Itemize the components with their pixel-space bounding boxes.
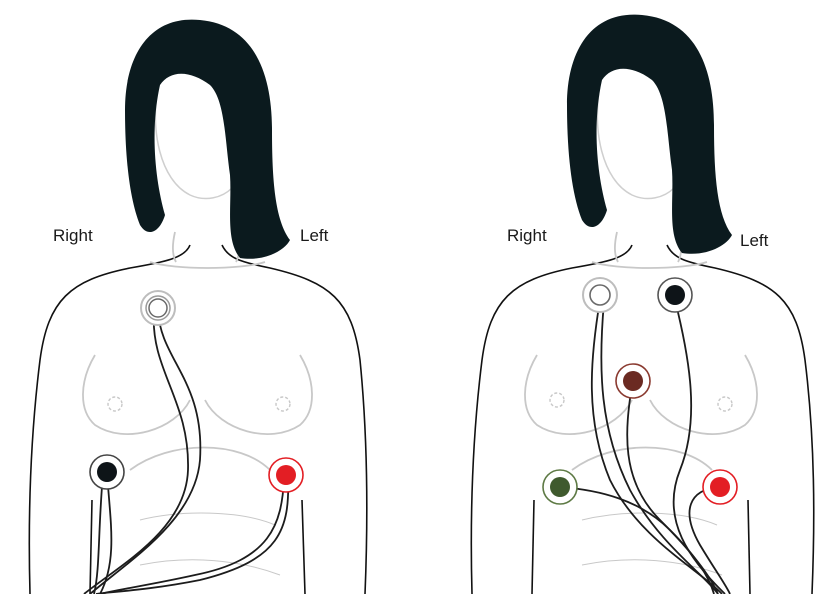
electrode-black [90,455,124,489]
electrode-white [583,278,617,312]
face-outline [597,85,674,199]
electrode-black [658,278,692,312]
electrode-red [703,470,737,504]
nipple-marker-right [550,393,564,407]
label-right: Right [53,226,93,246]
label-left: Left [300,226,328,246]
figure-three-lead [29,20,367,594]
nipple-marker-left [276,397,290,411]
torso-outline [471,245,813,594]
electrode-green [543,470,577,504]
label-left: Left [740,231,768,251]
hair [125,20,290,259]
label-right: Right [507,226,547,246]
nipple-marker-left [718,397,732,411]
figure-five-lead [471,15,813,594]
hair [567,15,732,254]
electrode-red [269,458,303,492]
anatomy-guides [83,232,312,575]
electrode-white [141,291,175,325]
electrode-brown [616,364,650,398]
lead-wires [84,310,288,594]
nipple-marker-right [108,397,122,411]
